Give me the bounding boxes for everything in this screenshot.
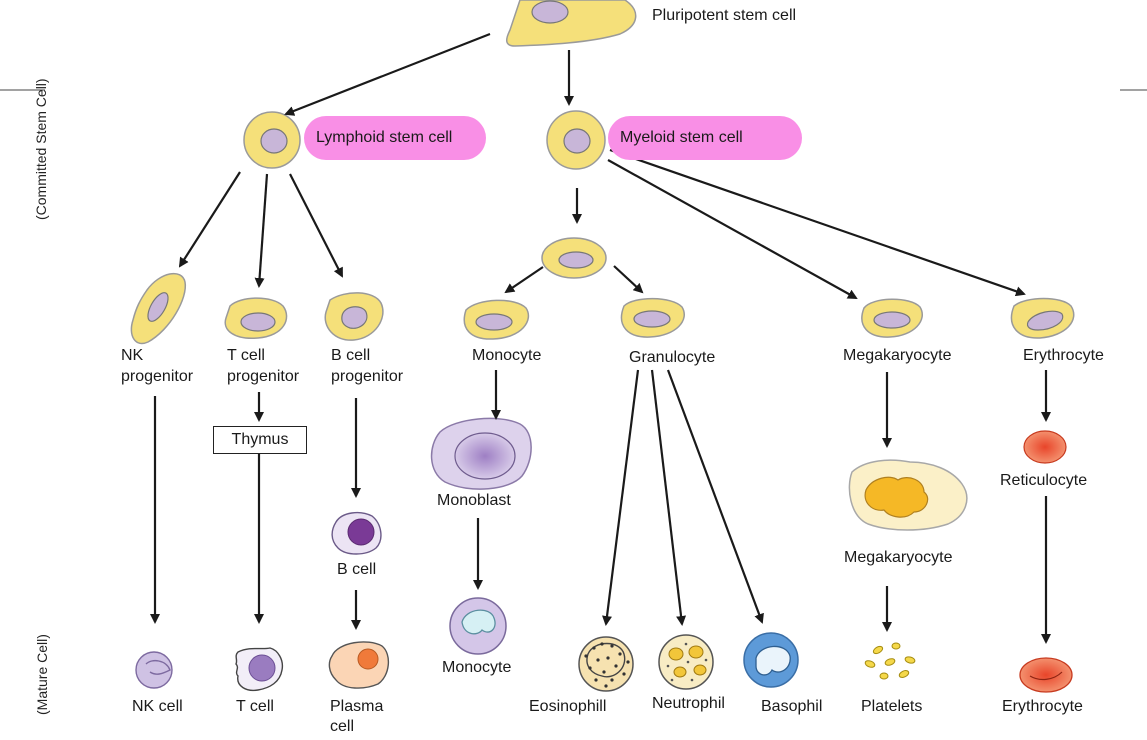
nk-progenitor-label-line2: progenitor <box>121 368 194 385</box>
granulocyte-progenitor-cell <box>620 297 685 338</box>
myeloid-stem-cell <box>546 110 606 170</box>
megakaryocyte-label: Megakaryocyte <box>844 549 953 566</box>
nk-cell <box>135 651 173 689</box>
t-cell <box>235 647 284 692</box>
committed-stem-cell-side-label: (Committed Stem Cell) <box>33 78 49 220</box>
b-cell <box>331 511 382 555</box>
neutrophil-label: Neutrophil <box>652 695 725 712</box>
t-progenitor-label-line2: progenitor <box>227 368 300 385</box>
megakaryocyte-progenitor-cell <box>861 298 923 338</box>
erythrocyte-progenitor-cell <box>1010 297 1075 339</box>
eosinophil-label: Eosinophill <box>529 698 607 715</box>
erythrocyte-cell <box>1019 657 1073 693</box>
neutrophil-cell <box>658 634 714 690</box>
nk-progenitor-label-line1: NK <box>121 347 144 364</box>
t-cell-label: T cell <box>236 698 274 715</box>
mature-monocyte-cell <box>449 597 507 655</box>
basophil-label: Basophil <box>761 698 823 715</box>
platelets <box>864 642 916 680</box>
eosinophil-cell <box>578 636 634 692</box>
monoblast-cell <box>430 417 532 490</box>
megakaryocyte-progenitor-label: Megakaryocyte <box>843 347 952 364</box>
b-progenitor-cell <box>324 292 384 341</box>
plasma-cell-label-line2: cell <box>330 718 355 735</box>
lymphoid-stem-cell <box>243 111 301 169</box>
granulocyte-progenitor-label: Granulocyte <box>629 349 716 366</box>
nk-cell-label: NK cell <box>132 698 183 715</box>
basophil-cell <box>743 632 799 688</box>
myeloid-stem-cell-pill: Myeloid stem cell <box>608 116 802 160</box>
b-cell-label: B cell <box>337 561 377 578</box>
monocyte-progenitor-label: Monocyte <box>472 347 542 364</box>
myeloid-intermediate-cell <box>541 237 607 279</box>
t-progenitor-cell <box>224 297 288 339</box>
reticulocyte-label: Reticulocyte <box>1000 472 1088 489</box>
plasma-cell-label-line1: Plasma <box>330 698 384 715</box>
erythrocyte-progenitor-label: Erythrocyte <box>1023 347 1104 364</box>
megakaryocyte-cell <box>848 459 968 531</box>
lineage-arrows <box>150 32 1051 644</box>
b-progenitor-label-line1: B cell <box>331 347 371 364</box>
nk-progenitor-cell <box>130 272 186 345</box>
monocyte-progenitor-cell <box>463 299 530 340</box>
pluripotent-stem-cell <box>505 0 637 47</box>
mature-monocyte-label: Monocyte <box>442 659 512 676</box>
pluripotent-stem-cell-label: Pluripotent stem cell <box>652 7 797 24</box>
monoblast-label: Monoblast <box>437 492 511 509</box>
plasma-cell <box>328 641 389 689</box>
b-progenitor-label-line2: progenitor <box>331 368 404 385</box>
erythrocyte-label: Erythrocyte <box>1002 698 1083 715</box>
platelets-label: Platelets <box>861 698 923 715</box>
mature-cell-side-label: (Mature Cell) <box>34 634 50 715</box>
reticulocyte-cell <box>1023 430 1067 464</box>
lymphoid-stem-cell-pill: Lymphoid stem cell <box>304 116 486 160</box>
thymus-box: Thymus <box>213 426 307 454</box>
t-progenitor-label-line1: T cell <box>227 347 265 364</box>
